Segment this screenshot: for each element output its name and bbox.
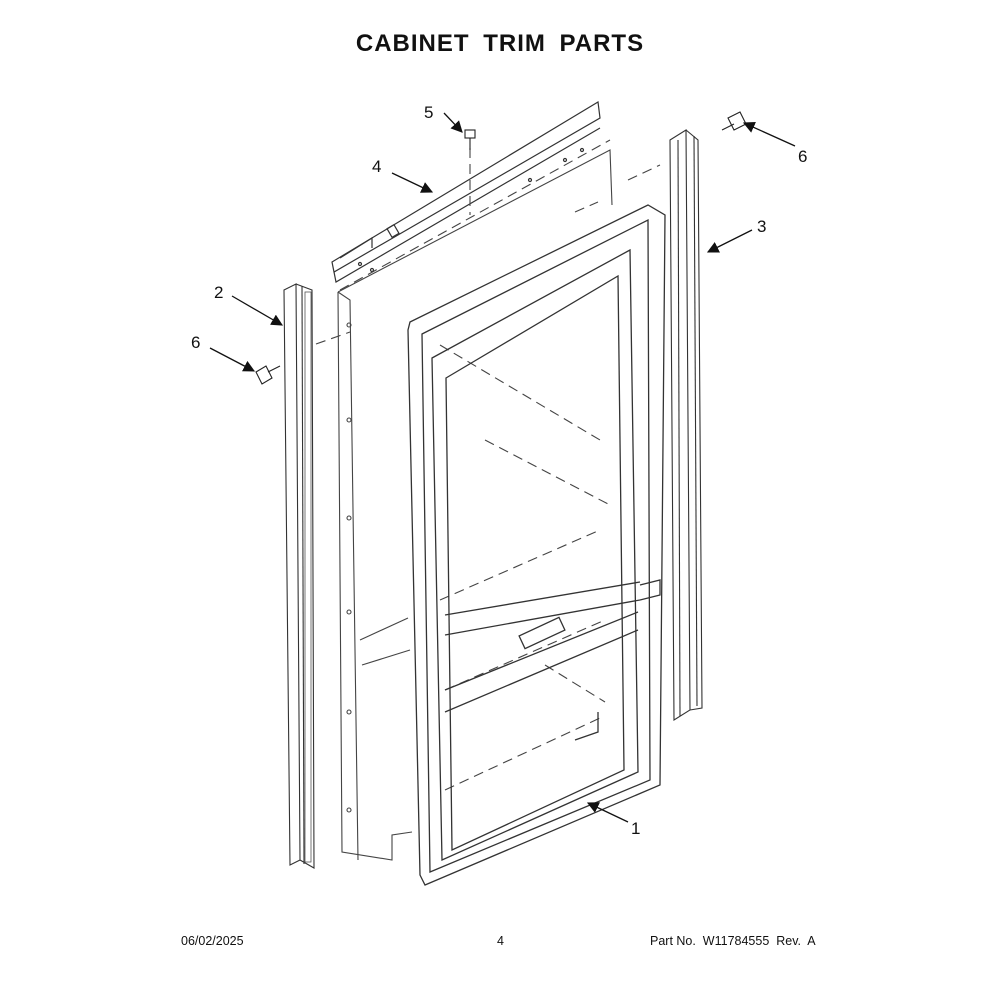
screw-part-6-right (721, 111, 747, 131)
callout-part-2: 2 (214, 283, 223, 302)
callout-part-1: 1 (631, 819, 640, 838)
cabinet-body (337, 149, 613, 861)
door-frame-part-1 (407, 204, 666, 886)
callout-part-6-left: 6 (191, 333, 200, 352)
callout-part-3: 3 (757, 217, 766, 236)
footer-page-number: 4 (497, 934, 504, 948)
callout-part-6-right: 6 (798, 147, 807, 166)
right-trim-part-3 (669, 129, 703, 721)
screw-part-5 (464, 129, 476, 150)
footer-date: 06/02/2025 (181, 934, 244, 948)
page-title: CABINET TRIM PARTS (355, 30, 645, 57)
screw-part-6-left (255, 365, 281, 385)
top-trim-part-4 (331, 101, 601, 283)
callout-part-5: 5 (424, 103, 433, 122)
alignment-lines (315, 139, 661, 791)
left-trim-part-2 (283, 283, 315, 869)
leader-arrows (209, 112, 796, 823)
footer-part-number: Part No. W11784555 Rev. A (650, 934, 816, 948)
callout-part-4: 4 (372, 157, 381, 176)
